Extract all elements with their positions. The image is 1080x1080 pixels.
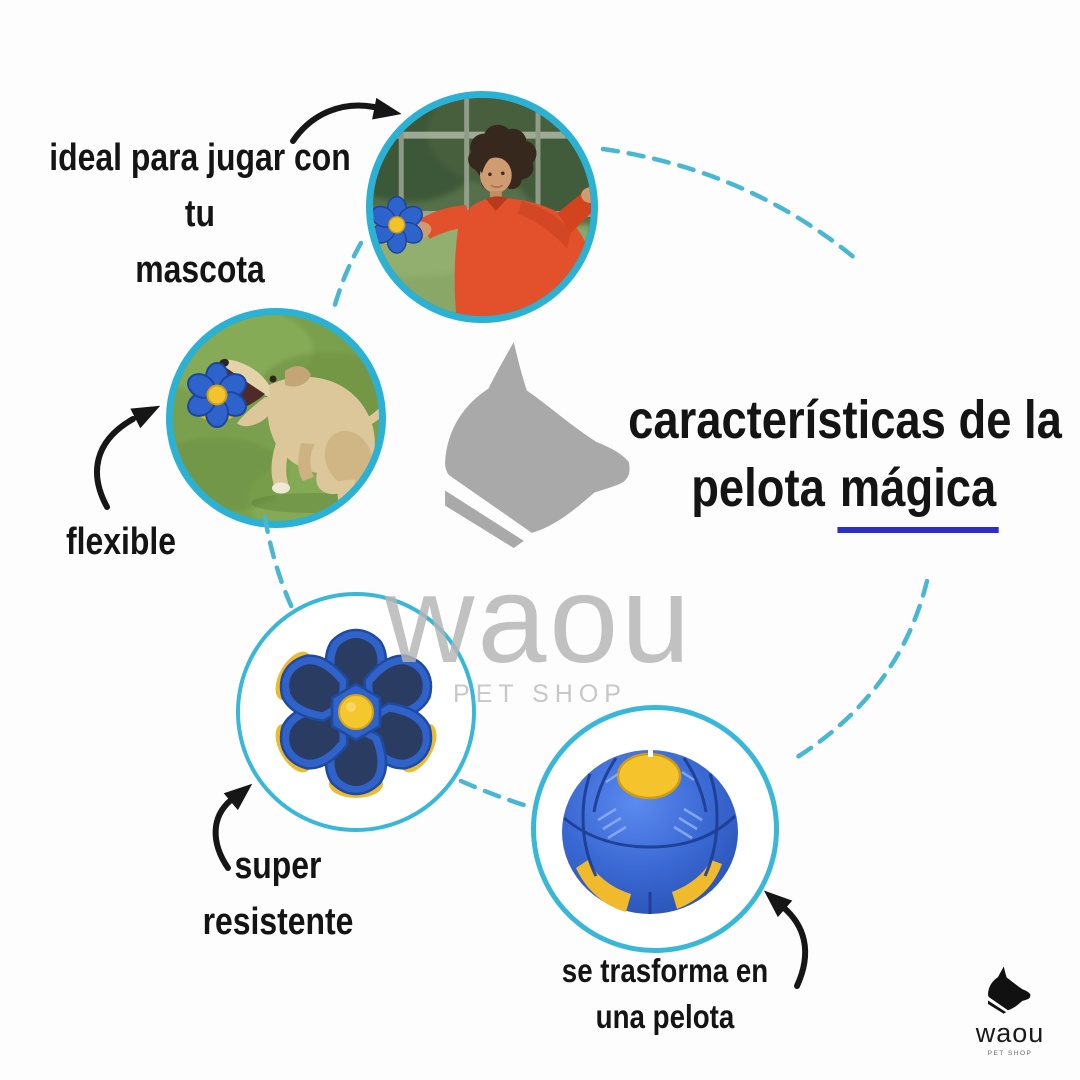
footer-brand-logo: waou PET SHOP [955,966,1065,1057]
dog-catching-illustration [173,315,379,521]
arrowhead-icon [372,97,402,120]
dog-head-icon [445,342,630,548]
photo-boy-playing-with-disc [366,91,598,323]
footer-brand-name: waou [975,1018,1045,1048]
ball-illustration [562,746,738,914]
arrowhead-icon [130,405,161,429]
photo-disc-ball-form [531,705,779,953]
ball-toy [562,746,738,914]
disc-toy [373,195,423,254]
callout-transform: se trasforma en una pelota [561,952,769,1035]
callout-play: ideal para jugar con tu mascota [49,137,351,291]
title-underlined-word: mágica [837,454,999,533]
page-title: características de la pelota mágica [618,386,1072,533]
photo-disc-open-flower [236,592,476,832]
watermark-brand: waou [384,551,694,689]
arrow-to-flexible-photo [94,416,136,510]
arrowhead-icon [223,783,253,811]
title-line-1: características de la [628,390,1062,450]
disc-toy [187,362,247,428]
callout-flexible: flexible [65,521,176,563]
callout-resistant: super resistente [202,845,354,943]
watermark-tagline: PET SHOP [453,680,627,708]
flower-disc [275,628,437,798]
photo-dog-catching-disc [166,308,386,528]
boy-playing-illustration [373,98,591,316]
title-line-2: pelota mágica [618,454,1072,533]
footer-brand-tagline: PET SHOP [987,1050,1033,1057]
flower-disc-illustration [275,628,437,798]
dog-head-icon [988,966,1031,1014]
